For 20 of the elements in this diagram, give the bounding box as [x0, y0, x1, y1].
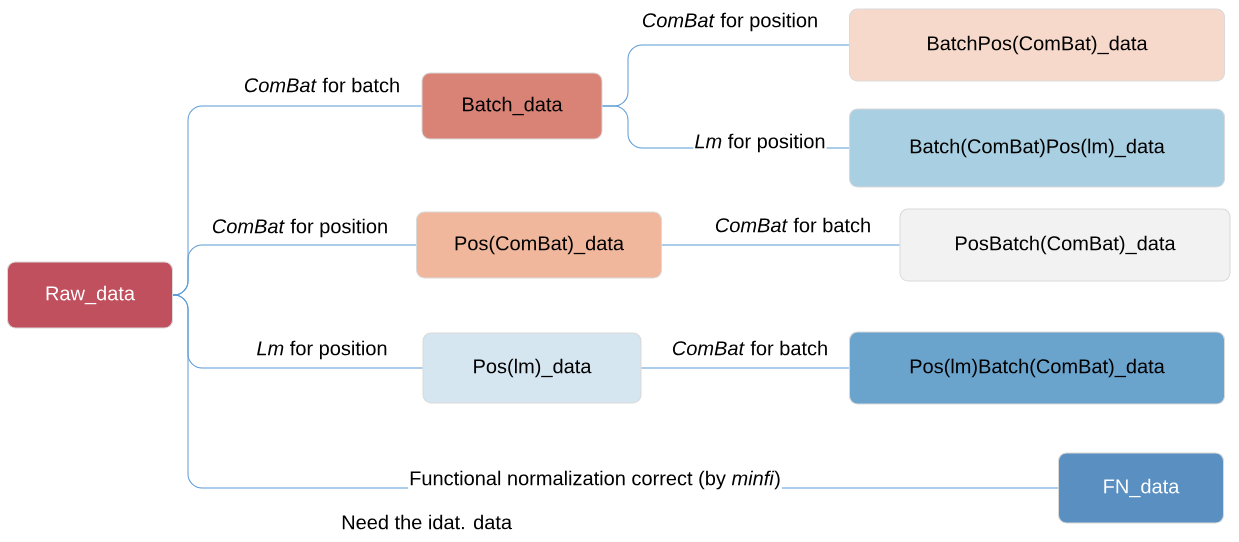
edge-label: ComBat for batch: [670, 339, 830, 357]
edge-label: Lm for position: [255, 339, 389, 361]
edge-label: ComBat for batch: [242, 76, 402, 94]
edge-label: Lm for position: [693, 132, 827, 154]
process-box: PosBatch(ComBat)_data: [899, 208, 1231, 282]
process-box: Pos(lm)Batch(ComBat)_data: [849, 331, 1225, 405]
connector-line: [661, 244, 900, 246]
process-box: Batch(ComBat)Pos(lm)_data: [849, 108, 1225, 188]
note-text: Need the idat. data: [342, 514, 513, 530]
connector-line: [641, 367, 850, 369]
process-box: FN_data: [1058, 452, 1224, 524]
process-box: Batch_data: [421, 72, 603, 140]
edge-label: Functional normalization correct (by minfi): [408, 469, 782, 491]
edge-label: ComBat for batch: [713, 216, 873, 234]
process-box: Raw_data: [7, 261, 173, 329]
edge-label: ComBat for position: [640, 11, 820, 33]
process-box: Pos(lm)_data: [422, 332, 642, 404]
edge-label: ComBat for position: [210, 217, 390, 239]
process-box: Pos(ComBat)_data: [416, 211, 662, 279]
process-box: BatchPos(ComBat)_data: [849, 8, 1225, 82]
